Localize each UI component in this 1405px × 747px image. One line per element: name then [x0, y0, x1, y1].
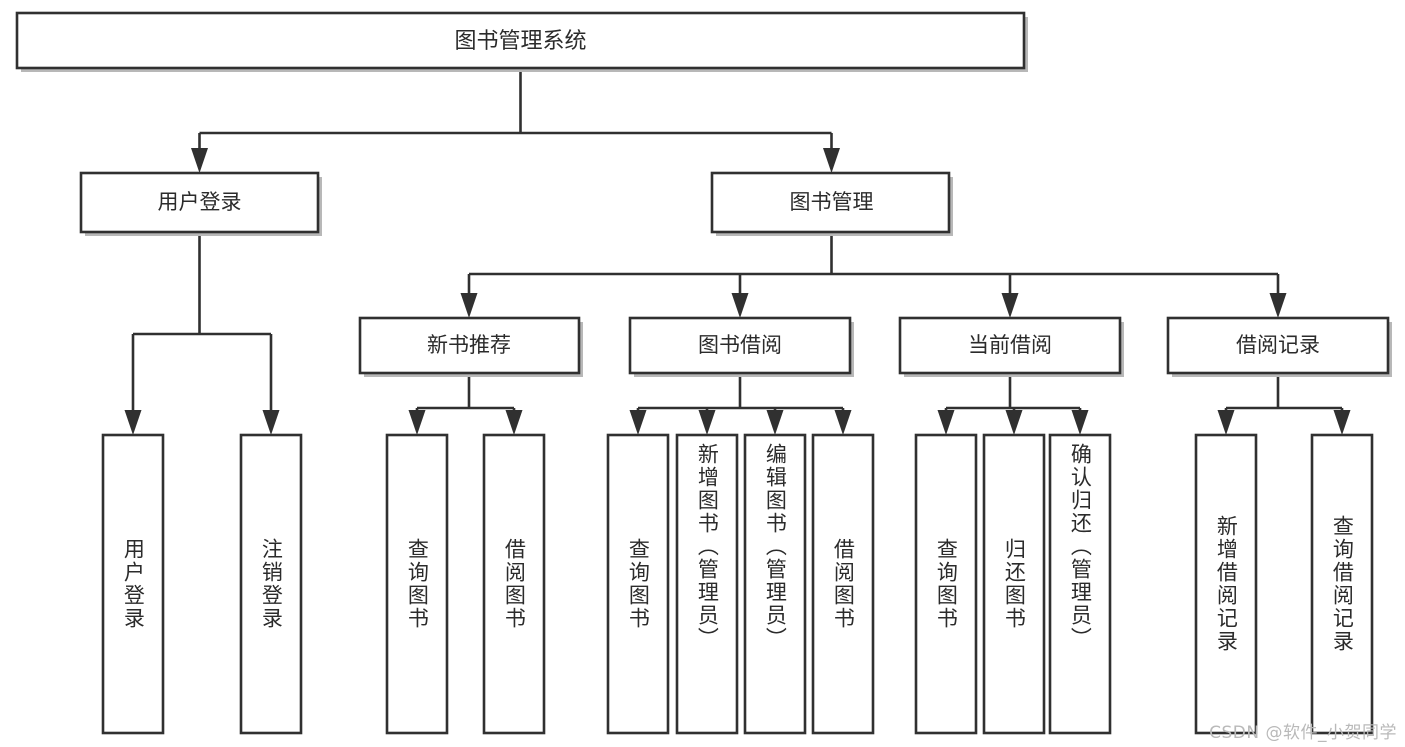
node-book-management[interactable]: 图书管理: [710, 171, 953, 236]
arrow-icon: [731, 293, 749, 318]
connector-root-to-level2: [191, 68, 840, 173]
node-user-login[interactable]: 用户登录: [79, 171, 322, 236]
connector-user-login-to-leaves: [124, 232, 280, 435]
arrow-icon: [1071, 410, 1089, 435]
node-root-label: 图书管理系统: [454, 29, 586, 54]
arrow-icon: [629, 410, 647, 435]
node-leaf-add-book[interactable]: [675, 433, 739, 735]
arrow-icon: [834, 410, 852, 435]
node-new-book-recommend[interactable]: 新书推荐: [358, 316, 583, 377]
arrow-icon: [698, 410, 716, 435]
node-leaf-query-book-1[interactable]: [385, 433, 449, 735]
node-leaf-borrow-book-2[interactable]: [811, 433, 875, 735]
arrow-icon: [1333, 410, 1351, 435]
node-leaf-edit-book[interactable]: [743, 433, 807, 735]
connector-borrow-record-to-leaves: [1217, 373, 1351, 435]
arrow-icon: [823, 148, 840, 173]
arrow-icon: [1269, 293, 1287, 318]
arrow-icon: [1005, 410, 1023, 435]
arrow-icon: [191, 148, 208, 173]
node-leaf-add-borrow-record[interactable]: [1194, 433, 1258, 735]
arrow-icon: [1217, 410, 1235, 435]
arrow-icon: [460, 293, 478, 318]
node-leaf-query-borrow-record[interactable]: [1310, 433, 1374, 735]
arrow-icon: [124, 410, 142, 435]
arrow-icon: [408, 410, 426, 435]
node-leaf-user-login[interactable]: [101, 433, 165, 735]
node-new-book-recommend-label: 新书推荐: [427, 333, 511, 357]
node-user-login-label: 用户登录: [158, 190, 242, 214]
arrow-icon: [505, 410, 523, 435]
connector-current-borrow-to-leaves: [937, 373, 1089, 435]
node-leaf-user-logout[interactable]: [239, 433, 303, 735]
node-book-management-label: 图书管理: [790, 190, 874, 214]
node-leaf-confirm-return[interactable]: [1048, 433, 1112, 735]
arrow-icon: [262, 410, 280, 435]
node-leaf-borrow-book-1[interactable]: [482, 433, 546, 735]
connector-book-management-to-level3: [460, 232, 1287, 318]
node-current-borrow[interactable]: 当前借阅: [898, 316, 1124, 377]
watermark-text: CSDN @软件_小贺同学: [1209, 723, 1397, 743]
node-book-borrow-label: 图书借阅: [698, 333, 782, 357]
connector-book-borrow-to-leaves: [629, 373, 852, 435]
node-book-borrow[interactable]: 图书借阅: [628, 316, 854, 377]
node-leaf-query-book-2[interactable]: [606, 433, 670, 735]
node-leaf-return-book[interactable]: [982, 433, 1046, 735]
node-root[interactable]: 图书管理系统: [15, 11, 1028, 72]
arrow-icon: [766, 410, 784, 435]
arrow-icon: [1001, 293, 1019, 318]
arrow-icon: [937, 410, 955, 435]
node-leaf-query-book-3[interactable]: [914, 433, 978, 735]
node-borrow-record-label: 借阅记录: [1236, 333, 1320, 357]
connector-new-book-recommend-to-leaves: [408, 373, 523, 435]
node-current-borrow-label: 当前借阅: [968, 333, 1052, 357]
node-borrow-record[interactable]: 借阅记录: [1166, 316, 1392, 377]
